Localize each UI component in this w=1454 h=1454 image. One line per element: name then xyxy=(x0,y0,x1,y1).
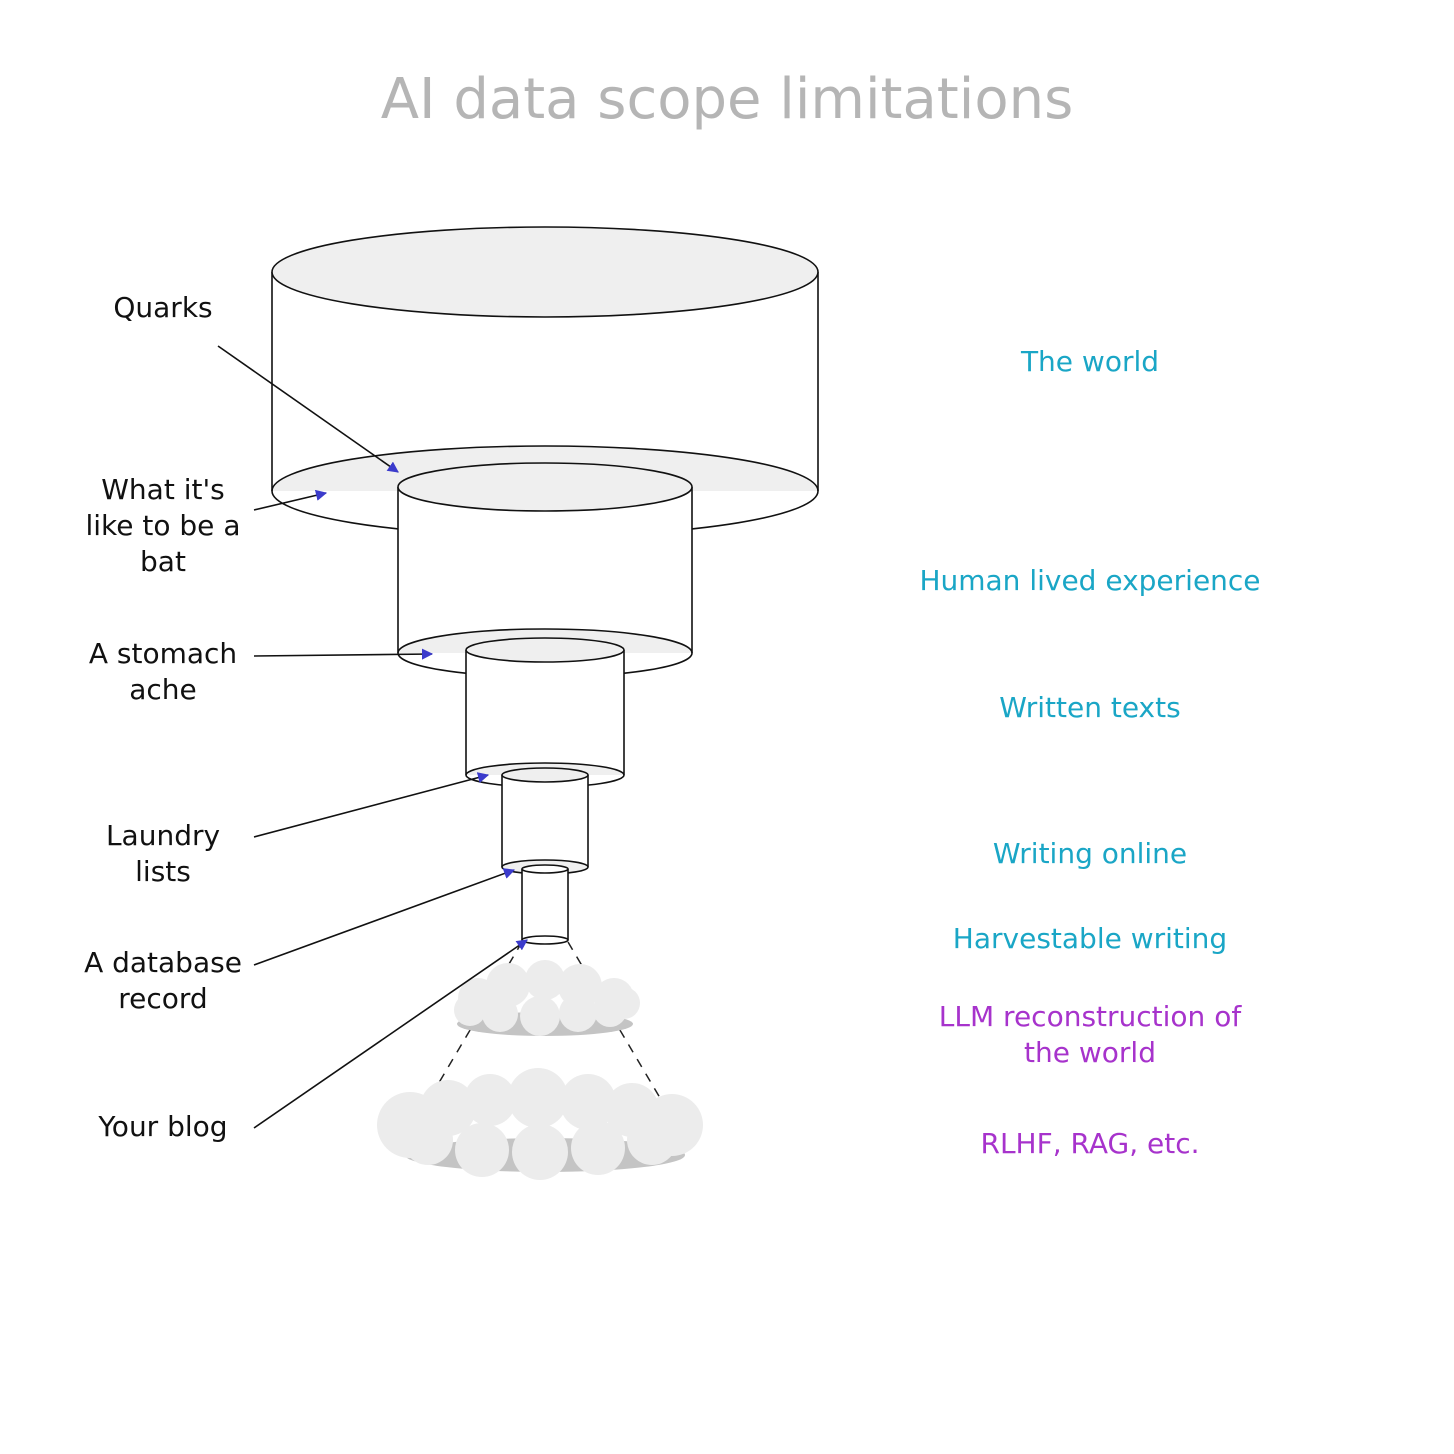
label-the-world: The world xyxy=(1020,345,1160,378)
arrow-laundry xyxy=(253,772,490,838)
cylinder-written-texts xyxy=(465,637,625,788)
page-title: AI data scope limitations xyxy=(380,67,1074,132)
label-writing-online: Writing online xyxy=(992,837,1188,870)
label-written-texts: Written texts xyxy=(999,691,1181,724)
label-harvestable-writing: Harvestable writing xyxy=(952,922,1228,955)
label-database-record: A database record xyxy=(84,946,242,1015)
label-human-lived-experience: Human lived experience xyxy=(919,564,1261,597)
arrow-blog xyxy=(253,939,528,1129)
pointer-arrows xyxy=(217,345,528,1129)
cylinder-world xyxy=(271,226,819,537)
label-your-blog: Your blog xyxy=(98,1110,228,1143)
cylinder-harvestable-writing xyxy=(521,864,569,945)
label-bat: What it's like to be a bat xyxy=(85,473,241,578)
small-cloud xyxy=(454,960,640,1036)
label-quarks: Quarks xyxy=(113,291,213,324)
large-cloud xyxy=(377,1068,703,1180)
label-rlhf-rag: RLHF, RAG, etc. xyxy=(980,1127,1200,1160)
arrow-stomach xyxy=(253,648,434,660)
cylinder-writing-online xyxy=(501,767,589,875)
label-llm-reconstruction: LLM reconstruction of the world xyxy=(938,1000,1242,1069)
label-stomach-ache: A stomach ache xyxy=(88,637,238,706)
arrow-quarks xyxy=(217,345,399,473)
arrow-database xyxy=(253,868,516,966)
arrow-bat xyxy=(253,489,328,511)
label-laundry-lists: Laundry lists xyxy=(105,819,221,888)
